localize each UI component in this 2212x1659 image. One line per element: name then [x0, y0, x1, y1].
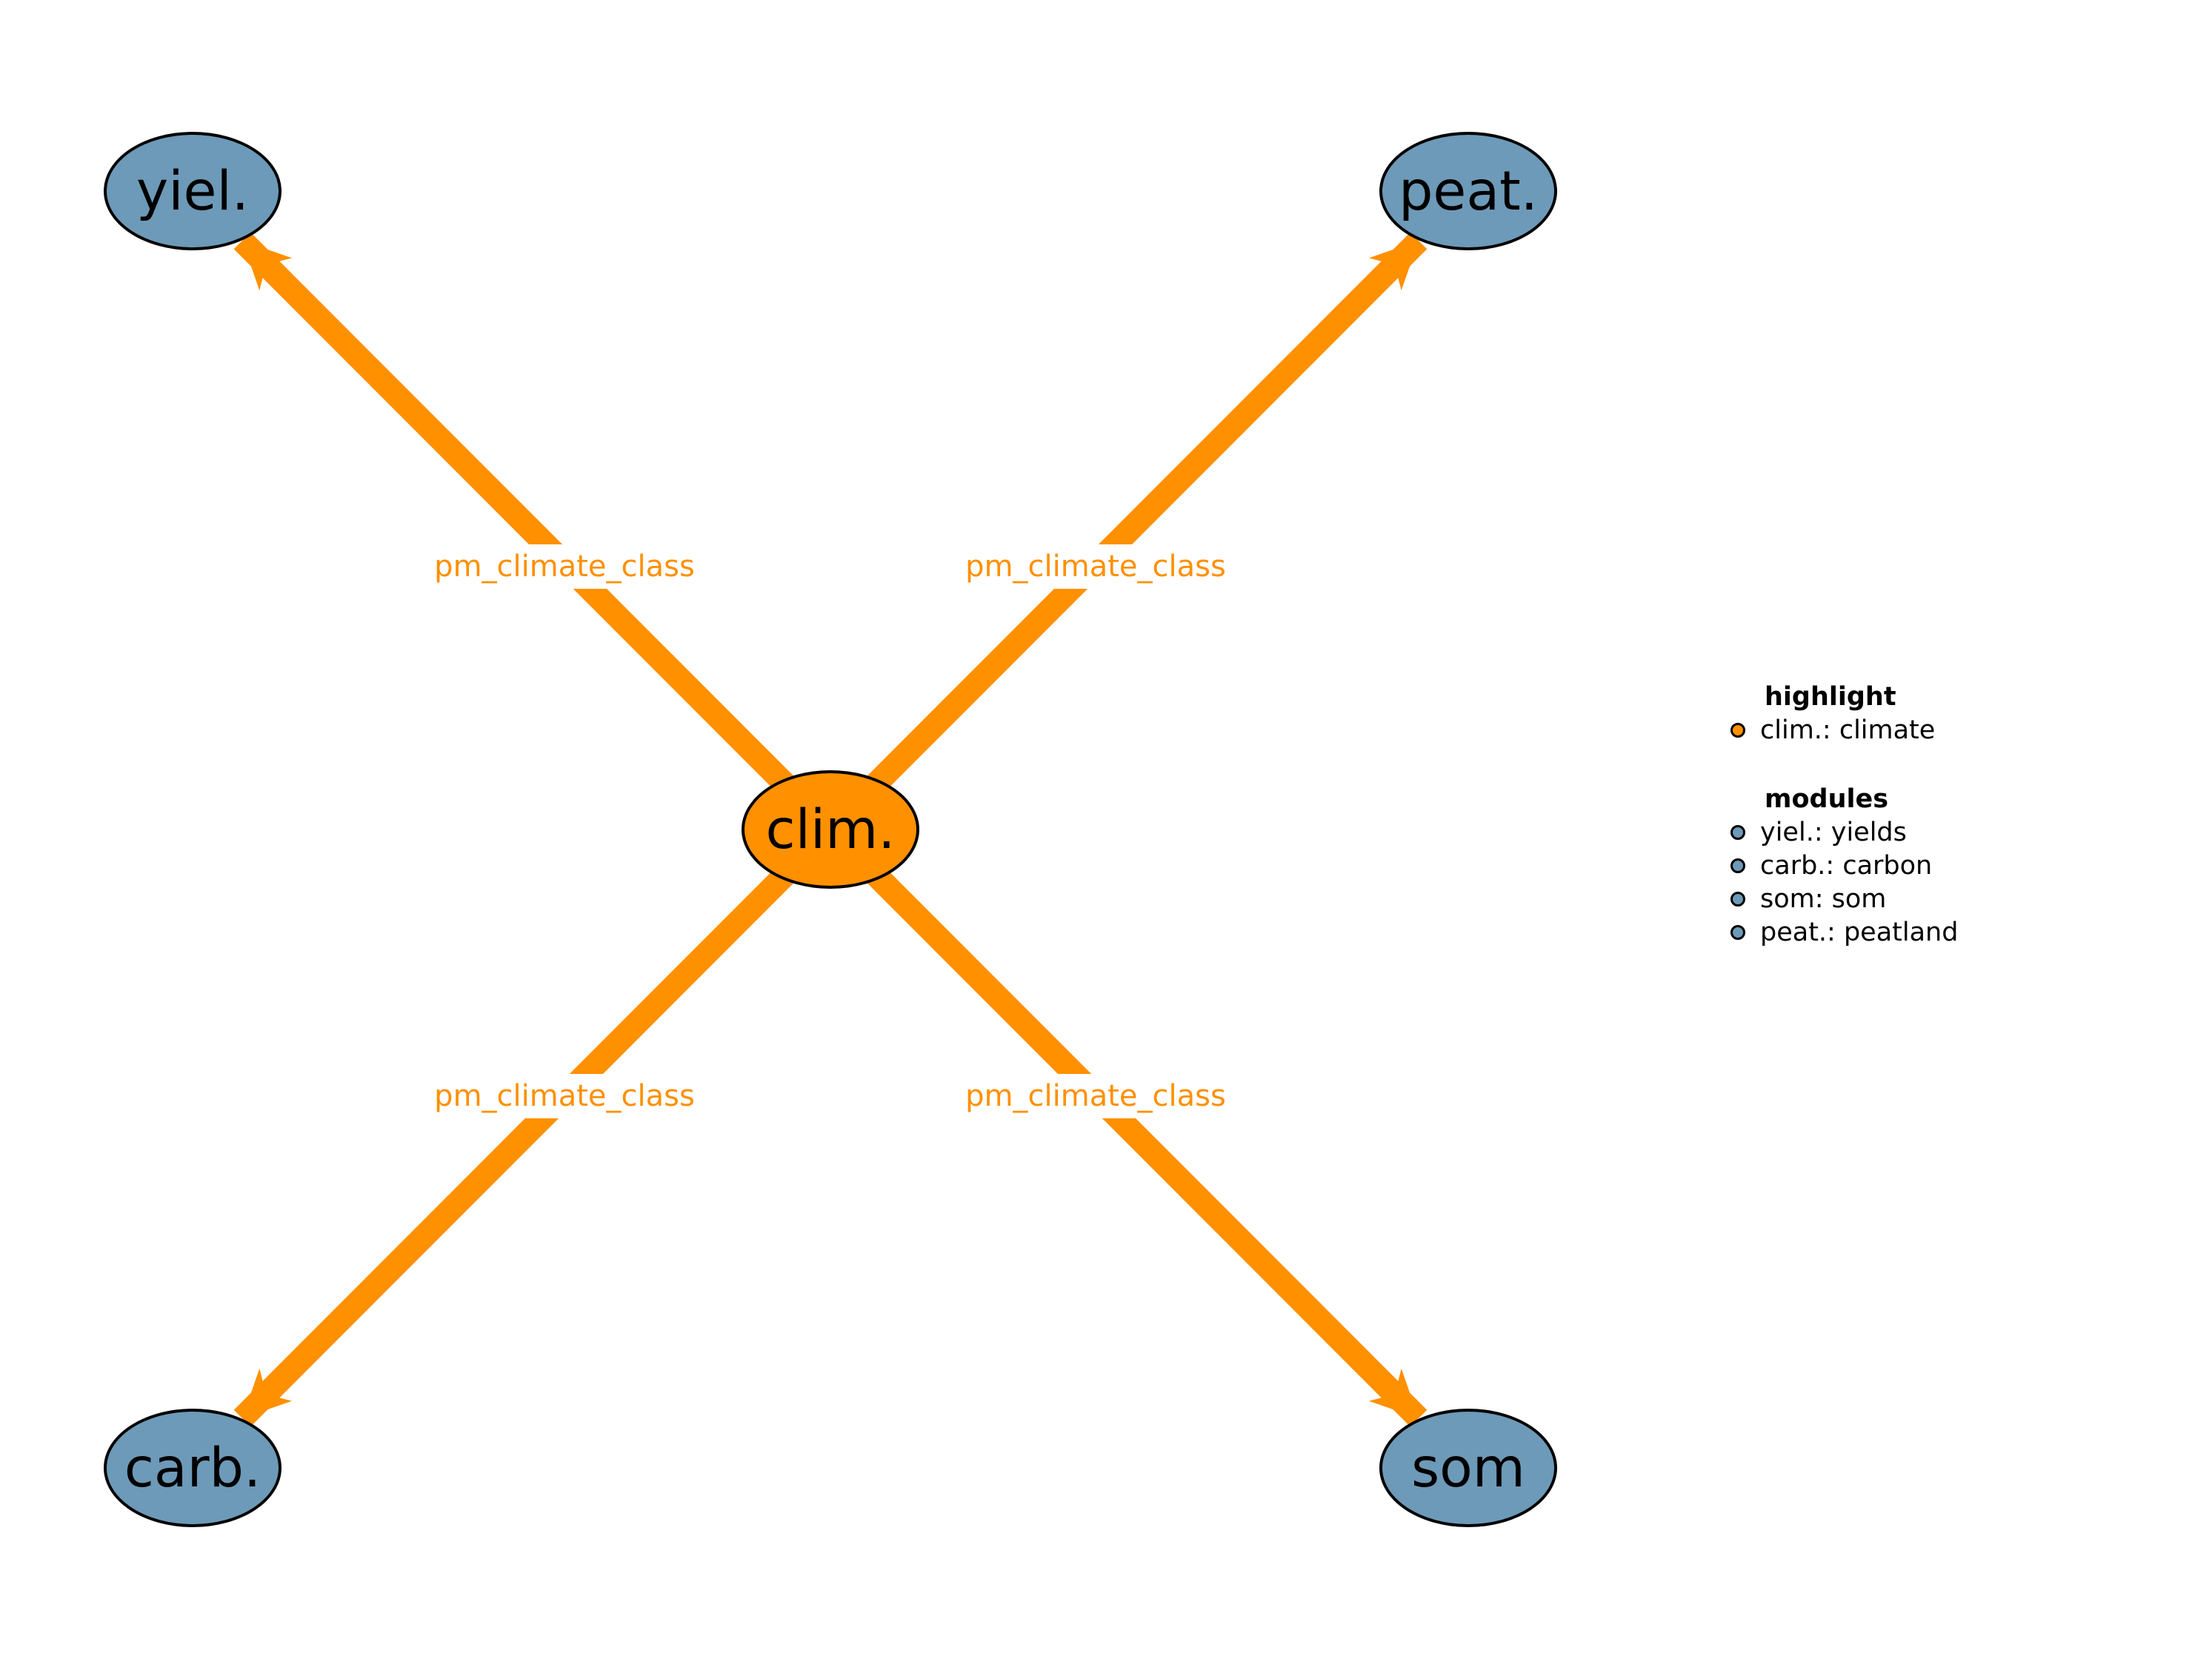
node-peatland: peat.: [1379, 132, 1557, 250]
highlight-node-dot-icon: [1730, 722, 1745, 738]
module-node-dot-icon: [1730, 924, 1745, 940]
legend-item-carbon: carb.: carbon: [1726, 849, 1958, 882]
node-climate-label: clim.: [765, 798, 896, 861]
node-yields-label: yiel.: [136, 159, 249, 223]
edge-clim-peat: [822, 232, 1428, 838]
edge-label-clim-yiel: pm_climate_class: [424, 544, 705, 589]
legend-item-peatland-label: peat.: peatland: [1760, 917, 1959, 947]
node-yields: yiel.: [104, 132, 282, 250]
edge-label-clim-carb: pm_climate_class: [424, 1074, 705, 1118]
legend-modules-title: modules: [1765, 784, 1889, 814]
module-node-dot-icon: [1730, 824, 1745, 840]
legend-highlight-title: highlight: [1765, 681, 1896, 712]
module-node-dot-icon: [1730, 858, 1745, 873]
module-node-dot-icon: [1730, 891, 1745, 907]
edge-clim-yiel: [233, 232, 839, 838]
legend-item-climate-label: clim.: climate: [1760, 715, 1936, 745]
legend-item-yields-label: yiel.: yields: [1760, 817, 1907, 847]
edge-clim-carb: [233, 821, 839, 1427]
legend-item-som-label: som: som: [1760, 884, 1887, 914]
edge-label-clim-som: pm_climate_class: [955, 1074, 1236, 1118]
legend-item-yields: yiel.: yields: [1726, 815, 1958, 849]
legend: highlight clim.: climate modules yiel.: …: [1726, 680, 1958, 949]
node-peatland-label: peat.: [1399, 159, 1538, 223]
legend-item-climate: clim.: climate: [1726, 713, 1958, 747]
edge-clim-som: [822, 821, 1428, 1427]
edge-label-clim-peat: pm_climate_class: [955, 544, 1236, 589]
node-som: som: [1379, 1409, 1557, 1527]
node-carbon-label: carb.: [124, 1436, 261, 1500]
node-climate: clim.: [742, 770, 919, 889]
legend-item-som: som: som: [1726, 882, 1958, 915]
legend-item-carbon-label: carb.: carbon: [1760, 850, 1933, 881]
legend-item-peatland: peat.: peatland: [1726, 915, 1958, 949]
node-som-label: som: [1411, 1436, 1525, 1500]
node-carbon: carb.: [104, 1409, 282, 1527]
